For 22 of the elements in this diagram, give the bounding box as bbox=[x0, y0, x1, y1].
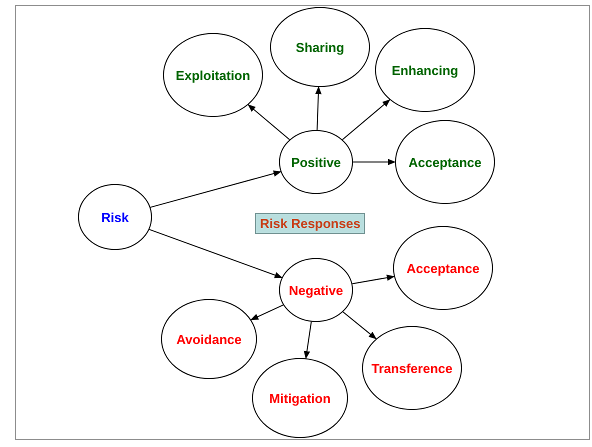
node-label: Sharing bbox=[296, 40, 344, 54]
node-label: Positive bbox=[291, 154, 341, 170]
node-label: Risk bbox=[101, 210, 129, 224]
node-label: Avoidance bbox=[176, 332, 242, 346]
node-label: Mitigation bbox=[269, 390, 331, 406]
node-label: Acceptance bbox=[406, 260, 480, 276]
arrow bbox=[150, 170, 282, 208]
arrow bbox=[342, 311, 377, 340]
arrow bbox=[352, 274, 395, 284]
node-label: Exploitation bbox=[176, 68, 250, 82]
node-label: Negative bbox=[288, 282, 344, 298]
arrow bbox=[304, 321, 312, 360]
node-label: Transference bbox=[372, 360, 452, 376]
arrow bbox=[352, 158, 396, 166]
arrow bbox=[148, 228, 283, 278]
arrow bbox=[315, 86, 322, 131]
arrow bbox=[250, 304, 284, 320]
node-label: Enhancing bbox=[392, 62, 458, 78]
arrow bbox=[248, 104, 290, 140]
arrow bbox=[342, 99, 390, 140]
node-label: Acceptance bbox=[408, 154, 482, 170]
caption-label: Risk Responses bbox=[255, 213, 366, 234]
